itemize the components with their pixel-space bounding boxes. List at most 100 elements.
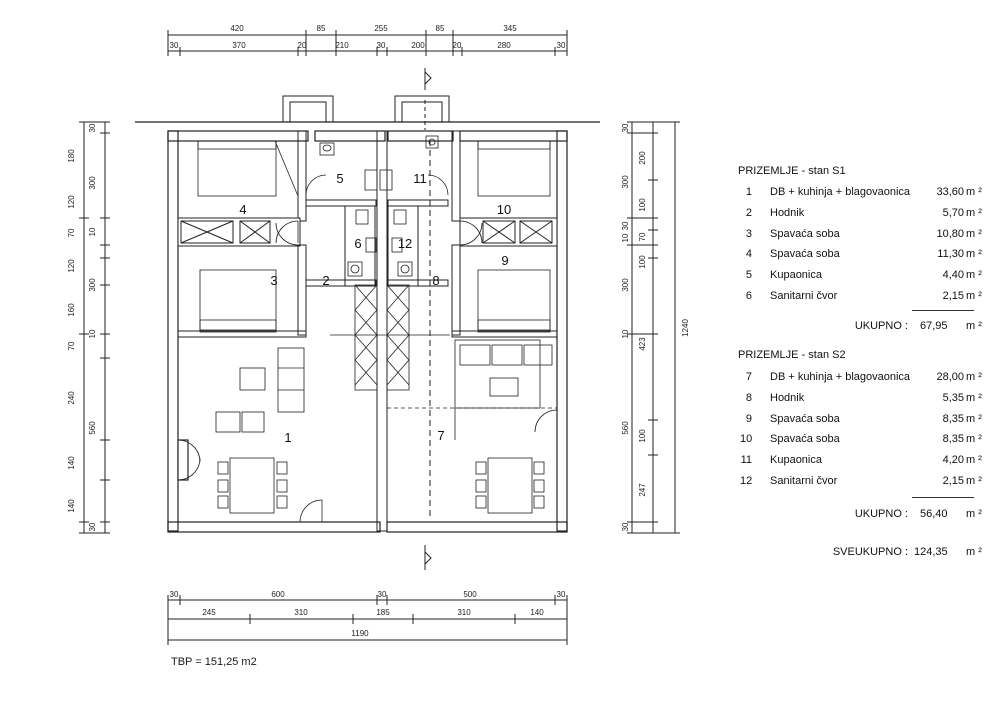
left-dimension-label: 160: [67, 303, 76, 317]
area-unit: m ²: [966, 227, 982, 240]
right-dimension-label: 30: [621, 123, 630, 132]
room-area: 4,40: [942, 269, 964, 282]
right-dimension-label: 300: [621, 175, 630, 189]
area-unit: m ²: [966, 248, 982, 261]
bottom-dimension-lines: [167, 595, 568, 645]
room-name: DB + kuhinja + blagovaonica: [770, 371, 911, 383]
room-label: 5: [336, 171, 343, 186]
unit-s2-title: PRIZEMLJE - stan S2: [738, 349, 846, 361]
room-area: 2,15: [942, 475, 964, 487]
area-unit: m ²: [966, 433, 982, 446]
right-total-dimension: 1240: [681, 319, 690, 337]
top-dimension-label: 200: [411, 41, 425, 50]
area-unit: m ²: [966, 269, 982, 282]
room-label: 3: [270, 273, 277, 288]
room-name: Spavaća soba: [770, 248, 840, 261]
room-number: 4: [745, 248, 752, 261]
tbp-label: TBP = 151,25 m2: [171, 656, 257, 668]
room-number: 3: [745, 227, 752, 240]
room-number: 11: [740, 454, 752, 467]
room-number: 5: [745, 269, 752, 282]
room-name: Hodnik: [770, 391, 805, 404]
left-dimension-label: 30: [88, 522, 97, 531]
bottom-dimension-label: 310: [457, 608, 471, 617]
top-dimension-lines: [167, 30, 568, 56]
sanitary-s1: [319, 142, 393, 277]
left-dimension-label: 560: [88, 421, 97, 435]
outer-walls: [135, 121, 600, 533]
area-unit: m ²: [966, 371, 982, 383]
room-number: 8: [745, 391, 752, 404]
room-number: 6: [745, 290, 752, 302]
right-dimension-label: 100: [638, 198, 647, 212]
room-label: 1: [284, 430, 291, 445]
room-number: 9: [745, 412, 752, 425]
room-label: 11: [413, 171, 427, 186]
sanitary-s2: [391, 135, 439, 277]
furniture-s2: [387, 140, 557, 514]
top-dimension-label: 30: [170, 41, 179, 50]
room-name: Hodnik: [770, 206, 805, 219]
right-dimension-label: 30: [621, 221, 630, 230]
room-area: 4,20: [942, 454, 964, 467]
party-wall: [376, 130, 431, 532]
left-dimension-lines: [79, 121, 110, 534]
room-label: 10: [497, 202, 511, 217]
top-dimension-label: 85: [317, 24, 326, 33]
right-dimension-label: 560: [621, 421, 630, 435]
left-dimension-label: 70: [67, 341, 76, 350]
bottom-dimension-label: 185: [376, 608, 390, 617]
right-dimension-label: 100: [638, 429, 647, 443]
room-label: 2: [322, 273, 329, 288]
unit-s2-total-value: 56,40: [920, 508, 948, 520]
top-dimension-label: 370: [232, 41, 246, 50]
left-dimension-label: 70: [67, 228, 76, 237]
top-dimension-label: 85: [436, 24, 445, 33]
furniture-s1: [197, 140, 305, 514]
room-name: Spavaća soba: [770, 412, 840, 425]
room-number: 7: [745, 371, 752, 383]
room-label: 7: [437, 428, 444, 443]
room-area: 8,35: [942, 433, 964, 446]
room-area: 33,60: [936, 186, 964, 198]
right-dimension-lines: [627, 121, 680, 534]
bottom-total-dimension: 1190: [351, 629, 369, 638]
room-name: Kupaonica: [770, 269, 822, 282]
unit-s2-total-label: UKUPNO :: [854, 508, 908, 520]
left-dimension-label: 10: [88, 227, 97, 236]
area-unit: m ²: [966, 475, 982, 487]
room-number: 1: [745, 186, 752, 198]
top-dimension-label: 255: [374, 24, 388, 33]
right-dimension-label: 70: [638, 232, 647, 241]
top-dimension-label: 345: [503, 24, 517, 33]
left-dimension-label: 300: [88, 278, 97, 292]
room-area: 5,35: [942, 391, 964, 404]
grand-total-value: 124,35: [914, 546, 948, 558]
right-dimension-label: 200: [638, 151, 647, 165]
bottom-dimension-label: 245: [202, 608, 216, 617]
room-label: 4: [239, 202, 246, 217]
right-dimension-label: 30: [621, 522, 630, 531]
room-label: 12: [398, 236, 412, 251]
room-label: 8: [432, 273, 439, 288]
bottom-dimension-label: 140: [530, 608, 544, 617]
room-name: Kupaonica: [770, 454, 822, 467]
unit-s1-title: PRIZEMLJE - stan S1: [738, 165, 846, 177]
room-number: 10: [740, 433, 753, 446]
